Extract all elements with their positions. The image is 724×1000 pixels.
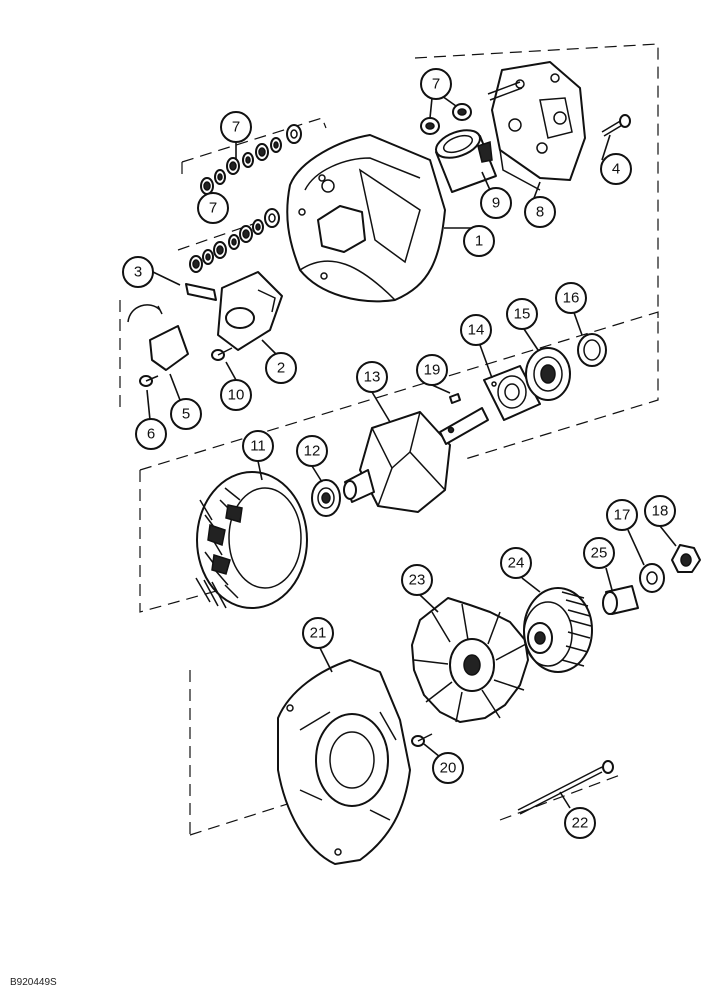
bearing-12	[311, 479, 341, 517]
svg-text:21: 21	[310, 625, 327, 642]
svg-text:24: 24	[508, 555, 525, 572]
callout-24: 24	[500, 547, 532, 579]
svg-text:6: 6	[147, 426, 155, 443]
key-19	[449, 393, 461, 404]
callout-21: 21	[302, 617, 334, 649]
callout-9: 9	[480, 187, 512, 219]
brush-holder-assembly	[127, 271, 283, 387]
seal-16	[577, 333, 607, 367]
svg-text:7: 7	[432, 76, 440, 93]
callout-10: 10	[220, 379, 252, 411]
svg-text:10: 10	[228, 387, 245, 404]
svg-text:5: 5	[182, 406, 190, 423]
svg-text:11: 11	[250, 438, 266, 455]
end-housing	[286, 134, 446, 303]
washer-stack-upper	[200, 124, 302, 195]
svg-text:7: 7	[232, 119, 240, 136]
stator	[195, 471, 308, 609]
drive-end-housing	[277, 659, 411, 865]
bearing-15	[525, 347, 571, 401]
svg-text:20: 20	[440, 760, 457, 777]
svg-text:12: 12	[304, 443, 321, 460]
callout-7-upper: 7	[220, 111, 252, 143]
washer-stack-lower	[189, 208, 280, 273]
callout-18: 18	[644, 495, 676, 527]
callout-23: 23	[401, 564, 433, 596]
rectifier-plate	[487, 61, 586, 191]
callout-25: 25	[583, 537, 615, 569]
svg-text:18: 18	[652, 503, 669, 520]
callout-5: 5	[170, 398, 202, 430]
callout-14: 14	[460, 314, 492, 346]
callout-4: 4	[600, 153, 632, 185]
callout-12: 12	[296, 435, 328, 467]
svg-text:17: 17	[614, 507, 631, 524]
callout-2: 2	[265, 352, 297, 384]
spacer-25	[602, 585, 639, 615]
svg-text:15: 15	[514, 306, 531, 323]
callout-15: 15	[506, 298, 538, 330]
svg-text:19: 19	[424, 362, 441, 379]
callout-11: 11	[242, 430, 274, 462]
pulley	[523, 587, 593, 673]
through-bolt	[517, 760, 614, 815]
washer-17	[639, 563, 665, 593]
group-outlines	[119, 43, 659, 836]
callout-7-nuts: 7	[420, 68, 452, 100]
callout-20: 20	[432, 752, 464, 784]
nut-18	[671, 544, 701, 573]
svg-text:14: 14	[468, 322, 485, 339]
callout-22: 22	[564, 807, 596, 839]
svg-text:3: 3	[134, 264, 142, 281]
screw-4	[601, 114, 631, 137]
fan	[411, 597, 529, 723]
svg-text:1: 1	[475, 233, 483, 250]
svg-text:16: 16	[563, 290, 580, 307]
callout-19: 19	[416, 354, 448, 386]
callout-8: 8	[524, 196, 556, 228]
svg-text:2: 2	[277, 360, 285, 377]
svg-text:25: 25	[591, 545, 608, 562]
svg-text:23: 23	[409, 572, 426, 589]
callout-1: 1	[463, 225, 495, 257]
rotor	[343, 407, 489, 513]
svg-text:4: 4	[612, 161, 620, 178]
callout-17: 17	[606, 499, 638, 531]
screw-10	[211, 347, 233, 361]
callout-7-lower: 7	[197, 192, 229, 224]
svg-text:22: 22	[572, 815, 589, 832]
svg-text:7: 7	[209, 200, 217, 217]
screw-20	[411, 733, 433, 747]
callout-3: 3	[122, 256, 154, 288]
svg-text:9: 9	[492, 195, 500, 212]
callout-16: 16	[555, 282, 587, 314]
screw-6	[139, 375, 159, 387]
callout-13: 13	[356, 361, 388, 393]
leader-lines	[146, 95, 677, 809]
figure-code: B920449S	[10, 977, 57, 988]
callouts: 1 2 3 4 5 6 7 7	[122, 68, 676, 839]
callout-6: 6	[135, 418, 167, 450]
washer-nut-set	[189, 103, 472, 273]
bearing-sleeve	[435, 129, 497, 193]
svg-text:8: 8	[536, 204, 544, 221]
svg-text:13: 13	[364, 369, 381, 386]
